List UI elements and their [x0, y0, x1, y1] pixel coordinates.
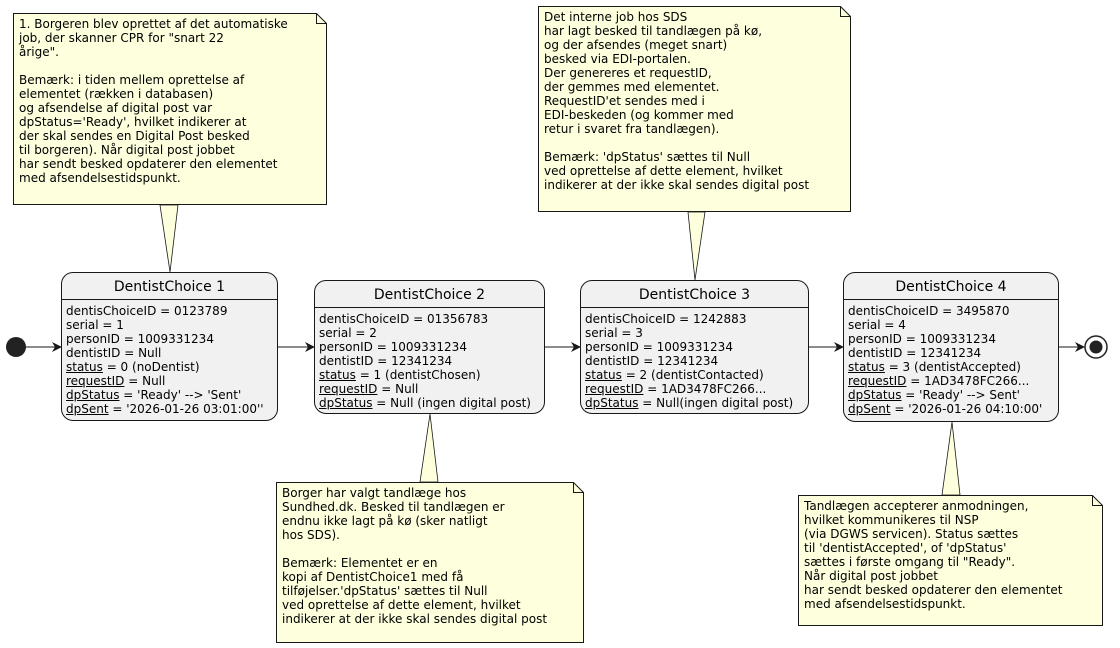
state-dentistchoice-2: DentistChoice 2 dentisChoiceID = 0135678… — [314, 280, 545, 414]
state-title: DentistChoice 3 — [581, 281, 808, 308]
final-state — [1084, 335, 1108, 359]
attr-dpsent: dpSent = '2026-01-26 03:01:00'' — [66, 402, 264, 416]
initial-state — [6, 337, 26, 357]
attr-dentistid: dentistID = 12341234 — [319, 354, 453, 368]
attr-dpsent: dpSent = '2026-01-26 04:10:00' — [848, 402, 1043, 416]
attr-personid: personID = 1009331234 — [848, 332, 996, 346]
attr-requestid: requestID = Null — [319, 382, 419, 396]
attr-dentistid: dentistID = 12341234 — [585, 354, 719, 368]
note-text: Tandlægen accepterer anmodningen, hvilke… — [804, 499, 1063, 611]
note-4-connector — [941, 421, 961, 496]
attr-dpstatus: dpStatus = 'Ready' --> 'Sent' — [66, 388, 242, 402]
attr-requestid: requestID = 1AD3478FC266... — [848, 374, 1030, 388]
note-1-connector — [159, 204, 179, 273]
state-title: DentistChoice 4 — [844, 273, 1058, 300]
attr-dentistid: dentistID = 12341234 — [848, 346, 982, 360]
attr-personid: personID = 1009331234 — [66, 332, 214, 346]
attr-personid: personID = 1009331234 — [585, 340, 733, 354]
attr-dentischoiceid: dentisChoiceID = 0123789 — [66, 304, 228, 318]
attr-personid: personID = 1009331234 — [319, 340, 467, 354]
attr-status: status = 2 (dentistContacted) — [585, 368, 764, 382]
state-title: DentistChoice 2 — [315, 281, 544, 308]
state-dentistchoice-3: DentistChoice 3 dentisChoiceID = 1242883… — [580, 280, 809, 414]
state-attributes: dentisChoiceID = 0123789 serial = 1 pers… — [62, 300, 277, 416]
state-dentistchoice-4: DentistChoice 4 dentisChoiceID = 3495870… — [843, 272, 1059, 422]
attr-dentischoiceid: dentisChoiceID = 1242883 — [585, 312, 747, 326]
attr-serial: serial = 4 — [848, 318, 906, 332]
state-title: DentistChoice 1 — [62, 273, 277, 300]
note-3-connector — [419, 413, 439, 483]
state-dentistchoice-1: DentistChoice 1 dentisChoiceID = 0123789… — [61, 272, 278, 421]
note-4: Tandlægen accepterer anmodningen, hvilke… — [798, 495, 1103, 626]
attr-requestid: requestID = Null — [66, 374, 166, 388]
note-text: Det interne job hos SDS har lagt besked … — [544, 10, 810, 192]
attr-dpstatus: dpStatus = 'Ready' --> Sent' — [848, 388, 1020, 402]
attr-serial: serial = 1 — [66, 318, 124, 332]
attr-status: status = 3 (dentistAccepted) — [848, 360, 1021, 374]
note-3: Borger har valgt tandlæge hos Sundhed.dk… — [276, 482, 584, 643]
note-1: 1. Borgeren blev oprettet af det automat… — [13, 13, 327, 205]
state-attributes: dentisChoiceID = 1242883 serial = 3 pers… — [581, 308, 808, 410]
note-text: Borger har valgt tandlæge hos Sundhed.dk… — [282, 486, 548, 626]
state-attributes: dentisChoiceID = 01356783 serial = 2 per… — [315, 308, 544, 410]
attr-status: status = 0 (noDentist) — [66, 360, 200, 374]
attr-dentischoiceid: dentisChoiceID = 3495870 — [848, 304, 1010, 318]
note-text: 1. Borgeren blev oprettet af det automat… — [19, 17, 288, 185]
attr-dentischoiceid: dentisChoiceID = 01356783 — [319, 312, 489, 326]
attr-serial: serial = 3 — [585, 326, 643, 340]
attr-dpstatus: dpStatus = Null (ingen digital post) — [319, 396, 531, 410]
attr-dentistid: dentistID = Null — [66, 346, 162, 360]
state-attributes: dentisChoiceID = 3495870 serial = 4 pers… — [844, 300, 1058, 416]
attr-dpstatus: dpStatus = Null(ingen digital post) — [585, 396, 794, 410]
attr-status: status = 1 (dentistChosen) — [319, 368, 481, 382]
attr-serial: serial = 2 — [319, 326, 377, 340]
note-2: Det interne job hos SDS har lagt besked … — [538, 6, 851, 212]
note-2-connector — [687, 211, 706, 281]
attr-requestid: requestID = 1AD3478FC266... — [585, 382, 767, 396]
